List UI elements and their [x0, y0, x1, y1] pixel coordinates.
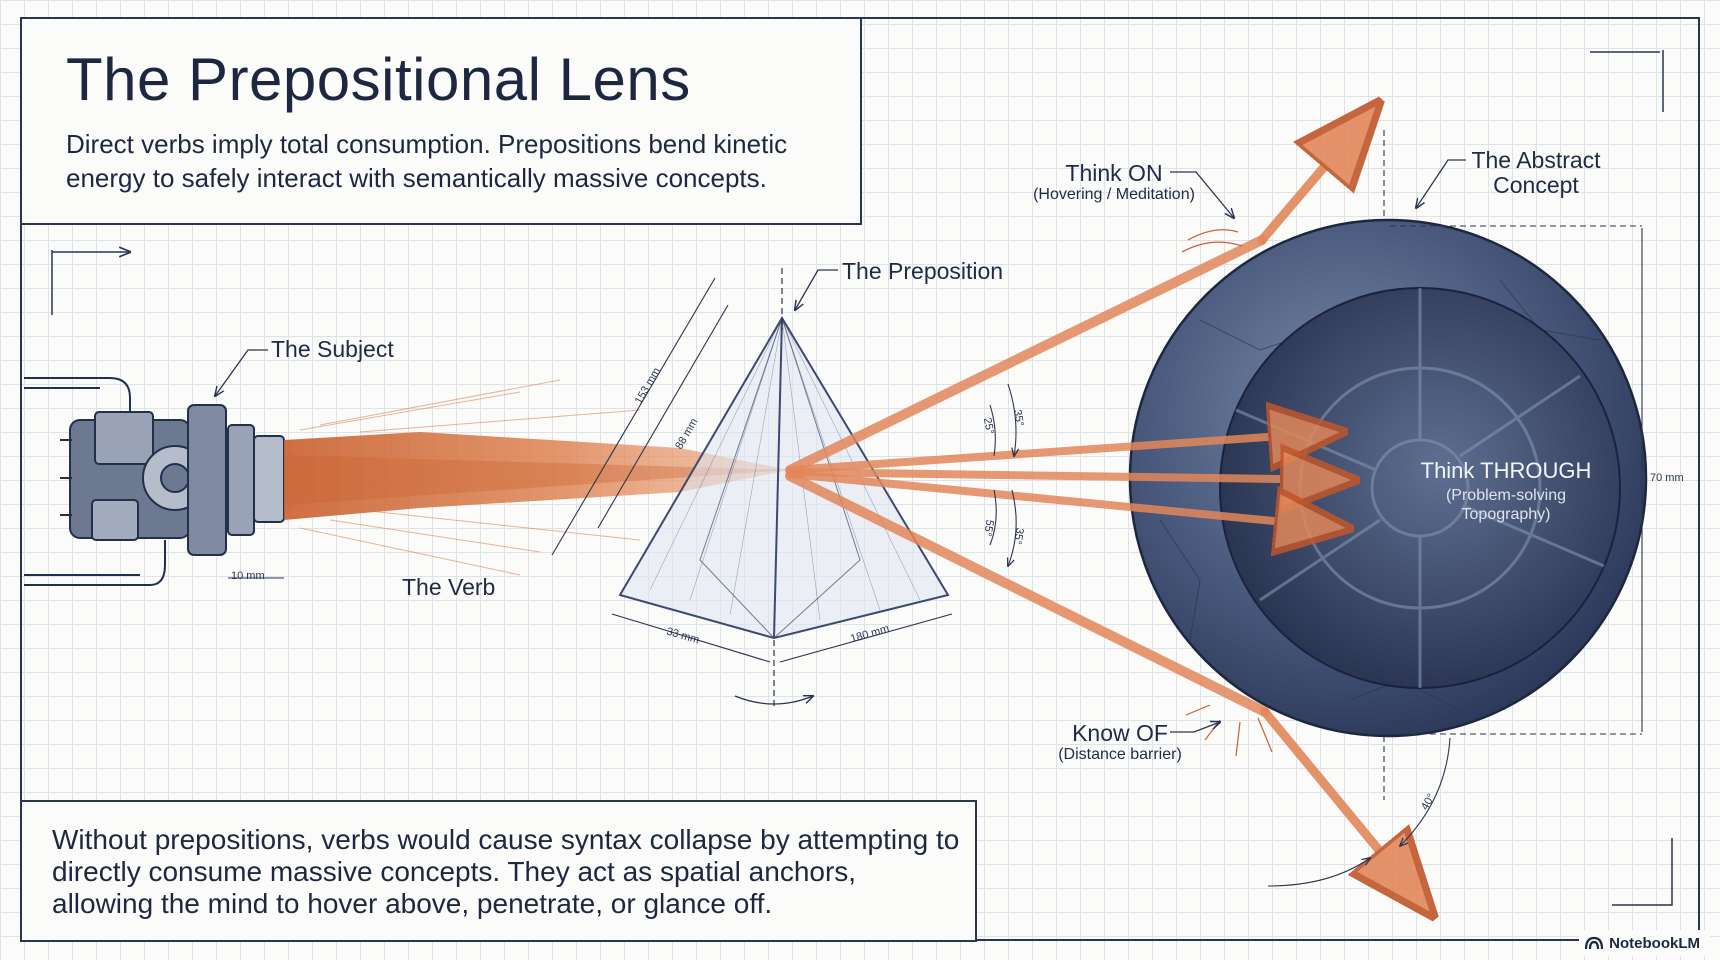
notebooklm-icon	[1585, 936, 1604, 950]
label-think-on: Think ON	[1065, 160, 1163, 186]
rotation-arrow	[734, 696, 813, 705]
label-verb: The Verb	[402, 574, 496, 600]
impact-sparks	[1181, 229, 1273, 757]
note-box: Without prepositions, verbs would cause …	[20, 800, 977, 942]
label-know-of-sub: (Distance barrier)	[1058, 746, 1182, 763]
leader-lines	[215, 159, 1466, 733]
subject-engine	[24, 377, 285, 586]
label-preposition: The Preposition	[842, 258, 1004, 284]
subtitle: Direct verbs imply total consumption. Pr…	[66, 129, 788, 193]
refracted-beams	[785, 106, 1430, 912]
dim-nozzle: 10 mm	[231, 570, 265, 582]
abstract-concept-sphere	[1128, 218, 1648, 738]
preposition-prism	[618, 316, 950, 640]
label-know-of: Know OF	[1072, 720, 1168, 746]
label-think-through: Think THROUGH	[1420, 458, 1592, 483]
bottom-note: Without prepositions, verbs would cause …	[52, 824, 960, 919]
notebooklm-badge[interactable]: NotebookLM	[1579, 930, 1710, 956]
prism-dimensions	[228, 277, 953, 663]
corner-marks	[51, 50, 1673, 906]
badge-label: NotebookLM	[1609, 934, 1700, 952]
label-abstract-concept: The Abstract Concept	[1471, 147, 1601, 198]
dim-sphere-height: 70 mm	[1650, 472, 1684, 484]
page-title: The Prepositional Lens	[66, 46, 691, 113]
label-think-on-sub: (Hovering / Meditation)	[1033, 186, 1195, 203]
label-subject: The Subject	[271, 336, 394, 362]
label-think-through-sub: (Problem-solving Topography)	[1445, 487, 1567, 523]
angle-arcs	[989, 383, 1451, 887]
title-box: The Prepositional Lens Direct verbs impl…	[20, 17, 862, 225]
verb-beam	[284, 379, 790, 576]
